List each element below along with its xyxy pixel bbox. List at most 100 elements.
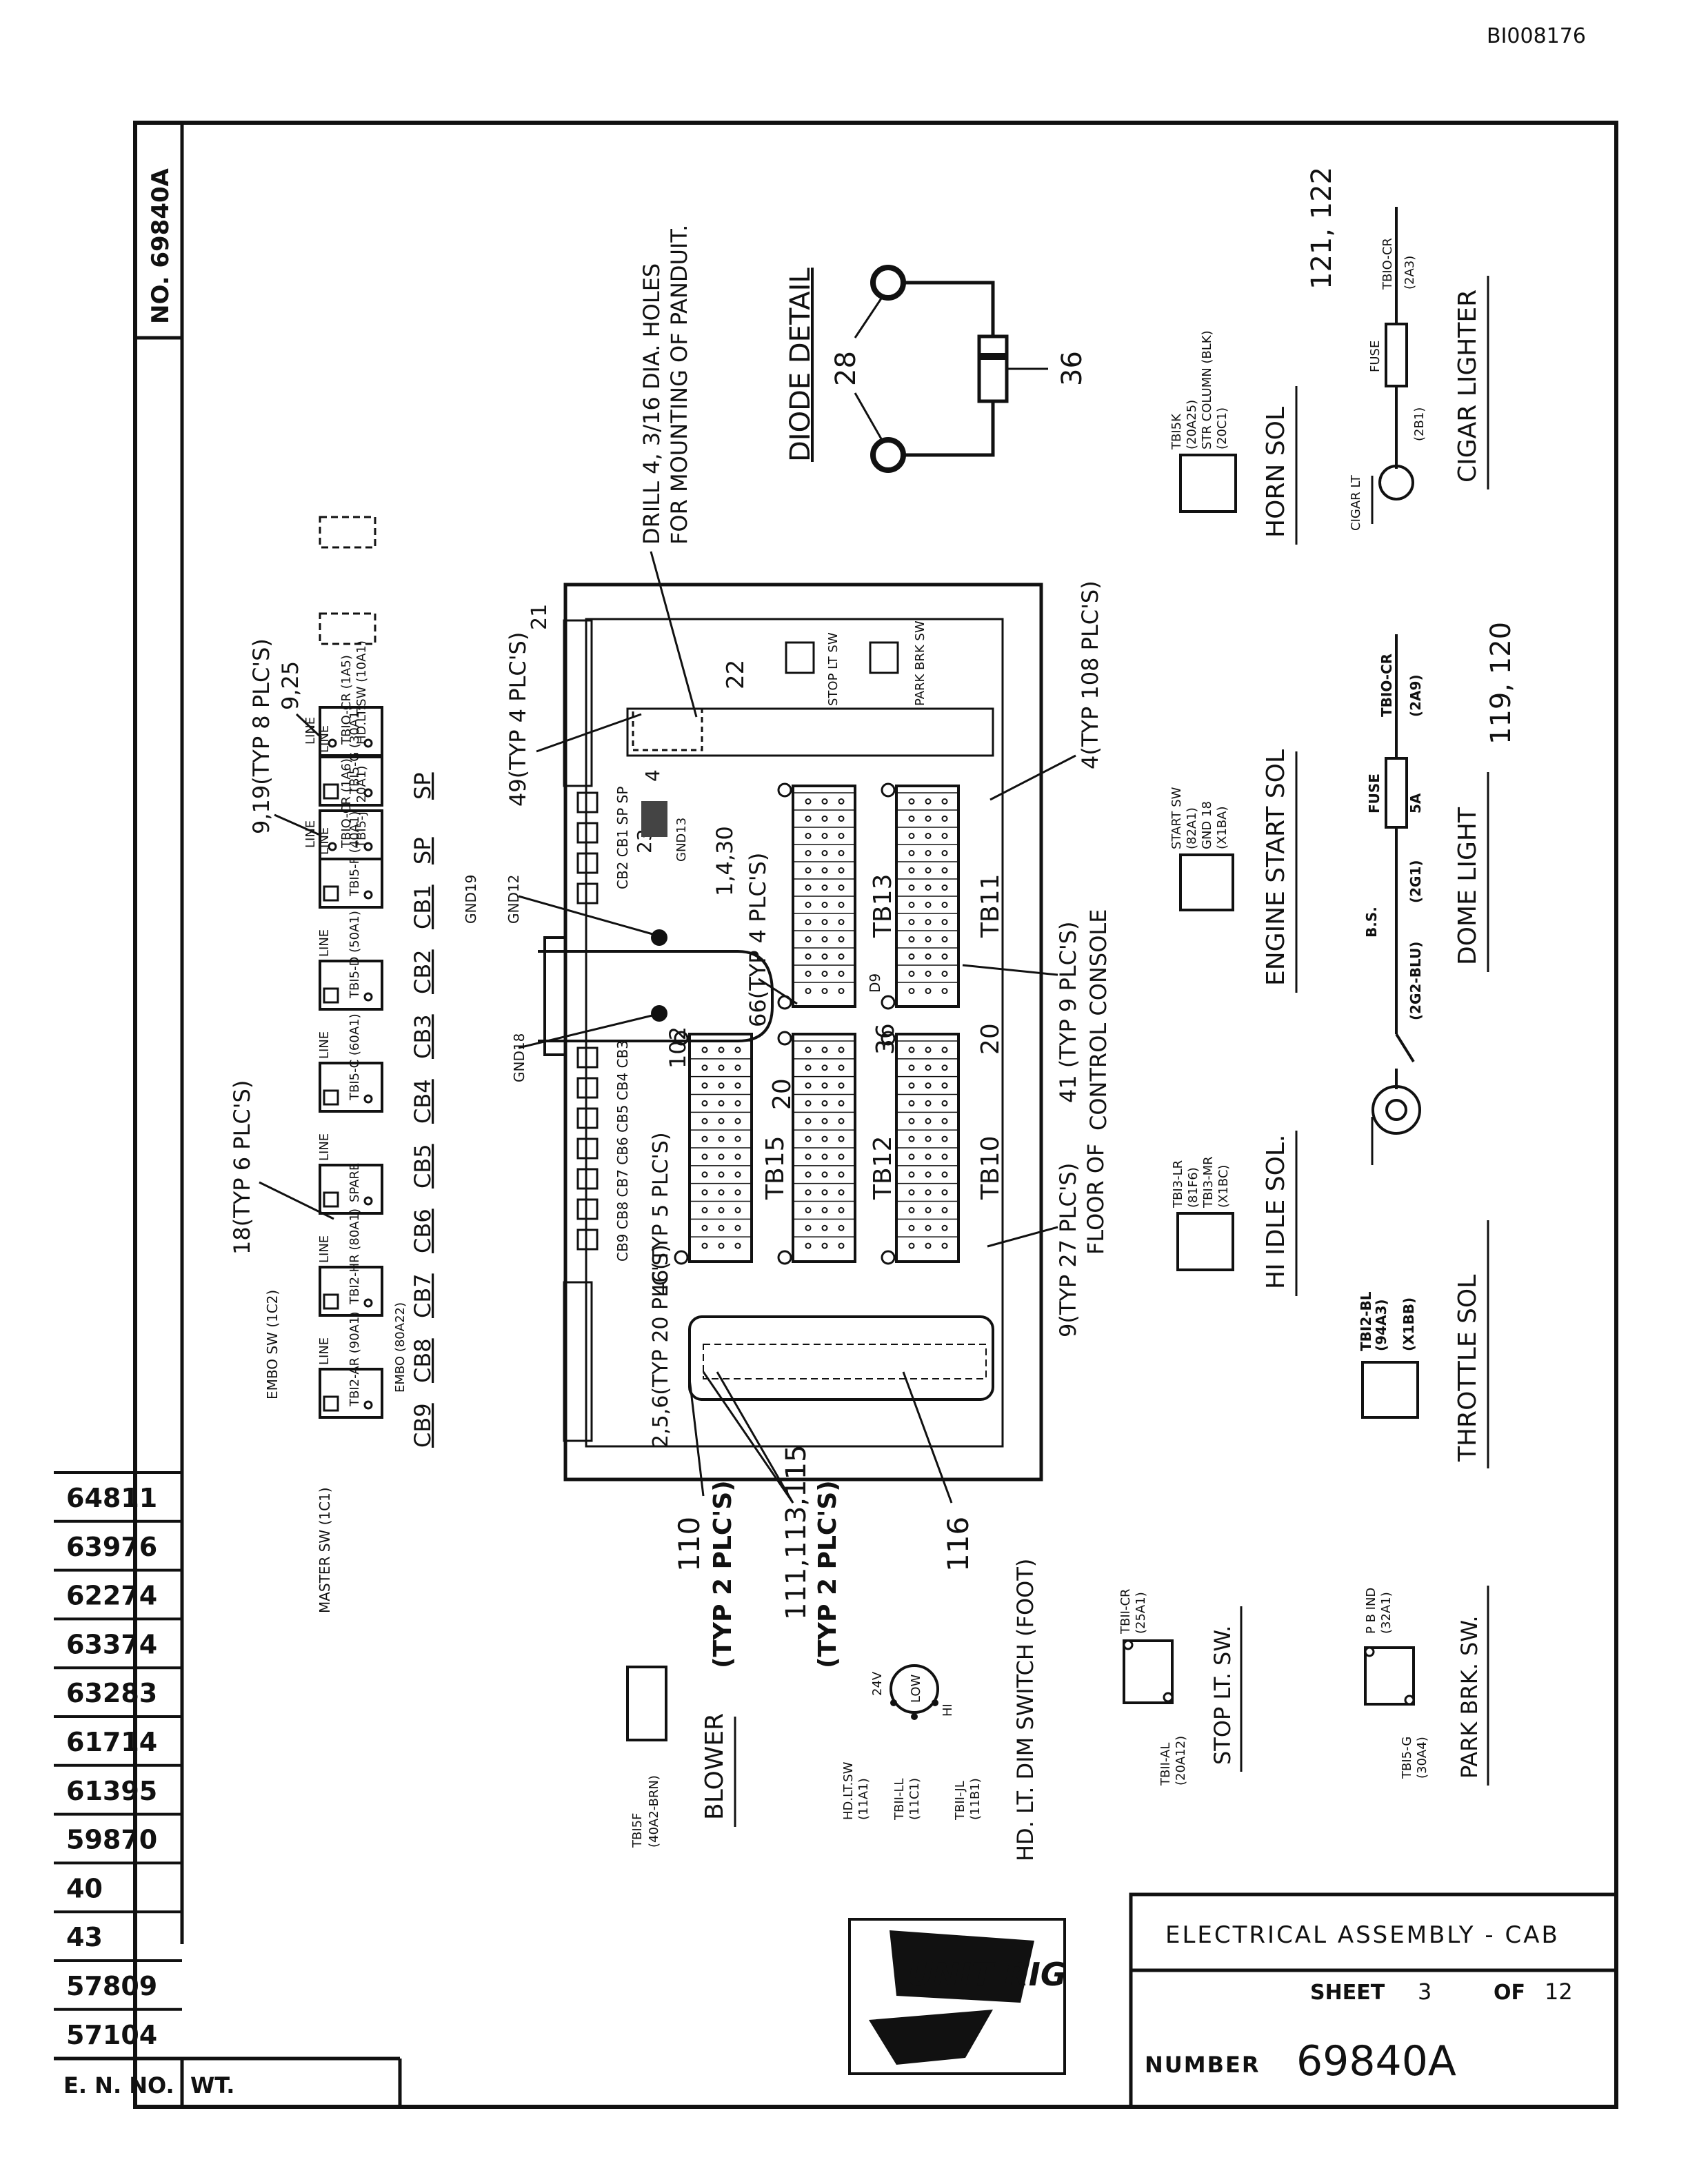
horn-tb: TBI5K <box>1169 413 1184 450</box>
terminal-screw <box>734 1064 741 1071</box>
terminal-screw <box>805 798 812 805</box>
terminal-screw <box>925 1135 932 1142</box>
park-brk-tb: TBI5-G <box>1400 1737 1414 1779</box>
breaker-wire-label: TBI2-AR (90A1) <box>348 1312 362 1407</box>
terminal-screw <box>805 1242 812 1249</box>
terminal-screw <box>805 1153 812 1160</box>
breaker-stud <box>328 738 337 748</box>
callout-41: 41 (TYP 9 PLC'S) <box>1055 921 1081 1103</box>
terminal-screw <box>908 1100 915 1106</box>
diode-label-36: 36 <box>1056 351 1088 386</box>
revision-number: 64811 <box>66 1483 157 1513</box>
diode-band <box>979 353 1007 360</box>
blower-tb-wire: (40A2-BRN) <box>647 1775 661 1848</box>
gnd18-label: GND18 <box>511 1033 528 1082</box>
terminal-screw <box>838 1064 845 1071</box>
terminal-screw <box>805 1082 812 1089</box>
board-mount-hole <box>674 1250 689 1265</box>
diode-wire <box>903 281 995 457</box>
lower-wire-duct <box>688 1315 994 1401</box>
stop-lt-sw-term-1 <box>1123 1639 1134 1650</box>
terminal-screw <box>821 1224 828 1231</box>
terminal-screw <box>821 1100 828 1106</box>
breaker-cutout <box>576 882 599 904</box>
engine-start-box <box>1179 853 1234 911</box>
breaker-terminal <box>323 783 339 800</box>
terminal-screw <box>701 1135 708 1142</box>
callout-2-5-6: 2,5,6(TYP 20 PLC'S) <box>649 1244 673 1448</box>
tb13-label: TB13 <box>869 874 897 939</box>
dome-fuse-label: FUSE <box>1366 774 1383 813</box>
terminal-screw <box>805 988 812 994</box>
terminal-screw <box>821 902 828 908</box>
breaker-wire-label: TBI5-F (40A1) <box>348 811 362 897</box>
terminal-screw <box>821 867 828 873</box>
breaker-line-label: LINE <box>317 929 332 957</box>
dome-light-title: DOME LIGHT <box>1454 807 1482 965</box>
svg-text:UNIT RIG: UNIT RIG <box>907 1956 1067 1993</box>
breaker-cutout <box>576 1168 599 1190</box>
terminal-screw <box>838 953 845 960</box>
panel-side-channel <box>563 619 593 787</box>
revision-number: 57104 <box>66 2020 157 2050</box>
terminal-screw <box>941 1206 948 1213</box>
callout-49: 49(TYP 4 PLC'S) <box>505 632 531 807</box>
hi-idle-box <box>1176 1212 1234 1271</box>
logo-box <box>848 1918 1066 2075</box>
breaker-wire-label: SPARE <box>348 1163 362 1202</box>
terminal-screw <box>925 988 932 994</box>
breaker-terminal <box>323 1293 339 1310</box>
doc-id: BI008176 <box>1487 24 1586 48</box>
terminal-screw <box>908 1135 915 1142</box>
terminal-screw <box>908 953 915 960</box>
terminal-screw <box>941 1171 948 1178</box>
terminal-screw <box>718 1118 725 1124</box>
diode-body <box>977 334 1009 403</box>
of-label: OF <box>1494 1981 1525 2005</box>
terminal-screw <box>925 919 932 925</box>
terminal-screw <box>925 850 932 856</box>
terminal-screw <box>925 1189 932 1196</box>
terminal-screw <box>908 816 915 822</box>
dim-hi: HI <box>941 1703 955 1717</box>
terminal-screw <box>908 884 915 891</box>
tb15-label: TB15 <box>761 1136 790 1201</box>
terminal-screw <box>925 902 932 908</box>
leader-28b <box>854 392 884 442</box>
column-bracket <box>543 936 567 1056</box>
breaker-terminal <box>323 987 339 1004</box>
terminal-screw <box>941 833 948 839</box>
terminal-screw <box>821 1135 828 1142</box>
panel-label-102: 102 <box>665 1027 691 1069</box>
breaker-cutout <box>576 1077 599 1099</box>
hi-idle-tb2-wire: (X1BC) <box>1216 1165 1231 1208</box>
terminal-screw <box>941 1046 948 1053</box>
terminal-screw <box>734 1189 741 1196</box>
board-mount-hole <box>881 1250 896 1265</box>
dim-switch-pin-2 <box>911 1713 918 1720</box>
terminal-screw <box>838 1100 845 1106</box>
terminal-screw <box>805 867 812 873</box>
terminal-screw <box>805 953 812 960</box>
breaker-position-label: CB5 <box>410 1144 436 1189</box>
dim-tb11-ll: TBII-LL <box>892 1778 907 1821</box>
breaker-position-label: CB3 <box>410 1014 436 1059</box>
terminal-screw <box>734 1242 741 1249</box>
panel-inner <box>585 618 1004 1448</box>
panel-label-4: 4 <box>641 769 664 782</box>
gnd19-label: GND19 <box>463 875 479 924</box>
board-mount-hole <box>881 1031 896 1046</box>
callout-41-console: CONTROL CONSOLE <box>1085 909 1112 1131</box>
cb-row-top-label: CB2 CB1 SP SP <box>614 787 631 889</box>
cigar-fuse <box>1385 323 1408 387</box>
dome-number: 119, 120 <box>1485 622 1517 745</box>
terminal-screw <box>821 816 828 822</box>
breaker-stud <box>363 1400 373 1410</box>
terminal-screw <box>838 1171 845 1178</box>
gnd13-label: GND13 <box>674 818 689 862</box>
terminal-screw <box>925 936 932 942</box>
blower-box <box>626 1666 667 1741</box>
panduit-mount <box>632 707 703 751</box>
park-brk-term-2 <box>1404 1695 1415 1706</box>
revision-number: 43 <box>66 1922 103 1952</box>
